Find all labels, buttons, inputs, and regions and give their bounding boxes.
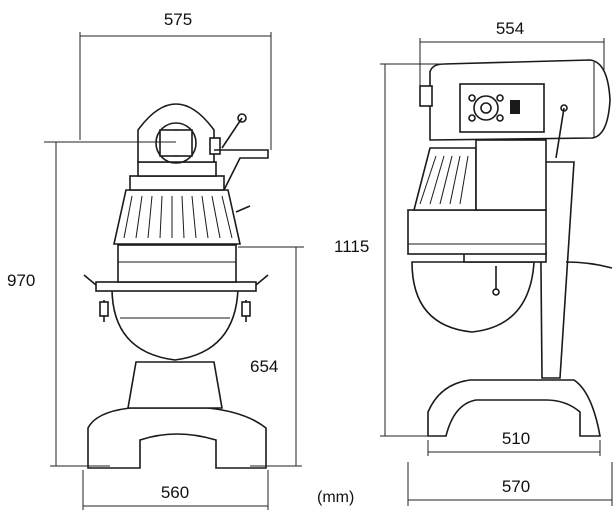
side-bowl: [411, 261, 535, 333]
front-dimensions: [44, 32, 304, 510]
dim-554: 554: [496, 19, 524, 38]
front-view: [83, 103, 269, 469]
dim-575: 575: [164, 10, 192, 29]
side-view: [407, 59, 613, 437]
unit-label: (mm): [317, 489, 354, 506]
dim-1115: 1115: [334, 237, 369, 256]
warning-label-icon: [510, 100, 520, 114]
dim-654: 654: [250, 357, 278, 376]
side-guard: [407, 209, 547, 255]
dim-570: 570: [502, 477, 530, 496]
side-dimensions: [380, 38, 613, 506]
side-control-panel: [459, 83, 545, 133]
dim-970: 970: [7, 271, 35, 290]
front-bowl: [111, 287, 239, 361]
dim-510: 510: [502, 429, 530, 448]
front-base: [87, 407, 267, 469]
side-speed-lever: [555, 107, 565, 159]
side-ribbed-body: [412, 147, 477, 211]
front-speed-lever: [221, 117, 243, 149]
front-guard: [117, 244, 237, 283]
dim-560: 560: [161, 483, 189, 502]
front-ribbed-body: [113, 189, 241, 245]
front-column: [127, 361, 223, 409]
front-collar: [129, 175, 225, 191]
power-cord: [565, 261, 613, 269]
side-base: [427, 379, 601, 437]
front-bowl-arm: [95, 281, 257, 292]
side-column: [539, 161, 575, 379]
